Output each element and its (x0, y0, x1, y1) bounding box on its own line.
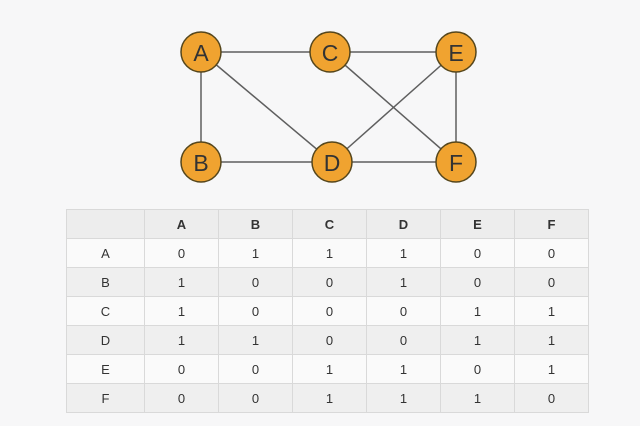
matrix-row-header-C: C (66, 296, 145, 326)
graph-edge-D-E (331, 51, 457, 163)
matrix-row-header-D: D (66, 325, 145, 355)
graph-node-A: A (180, 31, 222, 73)
graph-node-label-E: E (448, 40, 463, 66)
graph-node-circle-E (435, 31, 477, 73)
matrix-cell-A-F: 0 (514, 238, 589, 268)
matrix-cell-E-F: 1 (514, 354, 589, 384)
graph-node-E: E (435, 31, 477, 73)
graph-node-D: D (311, 141, 353, 183)
matrix-cell-C-F: 1 (514, 296, 589, 326)
matrix-row-header-F: F (66, 383, 145, 413)
graph-node-circle-F (435, 141, 477, 183)
graph-node-C: C (309, 31, 351, 73)
matrix-cell-F-C: 1 (292, 383, 367, 413)
matrix-cell-A-A: 0 (144, 238, 219, 268)
matrix-corner-cell (66, 209, 145, 239)
matrix-cell-B-A: 1 (144, 267, 219, 297)
matrix-column-header-B: B (218, 209, 293, 239)
matrix-cell-E-A: 0 (144, 354, 219, 384)
graph-diagram: A B C D E F (180, 31, 477, 183)
matrix-row-header-A: A (66, 238, 145, 268)
matrix-cell-C-C: 0 (292, 296, 367, 326)
matrix-cell-C-D: 0 (366, 296, 441, 326)
graph-node-B: B (180, 141, 222, 183)
matrix-cell-C-A: 1 (144, 296, 219, 326)
graph-edge-A-D (200, 51, 333, 163)
graph-node-label-F: F (449, 150, 463, 176)
matrix-column-header-C: C (292, 209, 367, 239)
matrix-cell-A-C: 1 (292, 238, 367, 268)
graph-node-circle-D (311, 141, 353, 183)
matrix-cell-F-B: 0 (218, 383, 293, 413)
matrix-cell-D-C: 0 (292, 325, 367, 355)
graph-node-circle-A (180, 31, 222, 73)
graph-node-circle-C (309, 31, 351, 73)
graph-node-label-A: A (193, 40, 209, 66)
matrix-cell-D-F: 1 (514, 325, 589, 355)
graph-node-label-C: C (322, 40, 339, 66)
graph-node-label-D: D (324, 150, 341, 176)
matrix-cell-F-E: 1 (440, 383, 515, 413)
matrix-cell-B-B: 0 (218, 267, 293, 297)
matrix-row-header-B: B (66, 267, 145, 297)
matrix-cell-D-D: 0 (366, 325, 441, 355)
matrix-cell-B-F: 0 (514, 267, 589, 297)
matrix-column-header-E: E (440, 209, 515, 239)
matrix-cell-D-B: 1 (218, 325, 293, 355)
matrix-cell-C-E: 1 (440, 296, 515, 326)
matrix-cell-D-E: 1 (440, 325, 515, 355)
matrix-cell-F-A: 0 (144, 383, 219, 413)
matrix-column-header-A: A (144, 209, 219, 239)
matrix-cell-A-E: 0 (440, 238, 515, 268)
matrix-cell-E-B: 0 (218, 354, 293, 384)
matrix-cell-E-D: 1 (366, 354, 441, 384)
graph-node-label-B: B (193, 150, 208, 176)
matrix-cell-E-E: 0 (440, 354, 515, 384)
graph-node-circle-B (180, 141, 222, 183)
matrix-row-header-E: E (66, 354, 145, 384)
matrix-cell-F-D: 1 (366, 383, 441, 413)
matrix-cell-F-F: 0 (514, 383, 589, 413)
matrix-cell-A-D: 1 (366, 238, 441, 268)
matrix-column-header-D: D (366, 209, 441, 239)
matrix-column-header-F: F (514, 209, 589, 239)
matrix-cell-B-C: 0 (292, 267, 367, 297)
graph-node-F: F (435, 141, 477, 183)
matrix-cell-E-C: 1 (292, 354, 367, 384)
matrix-cell-A-B: 1 (218, 238, 293, 268)
matrix-cell-C-B: 0 (218, 296, 293, 326)
matrix-cell-D-A: 1 (144, 325, 219, 355)
matrix-cell-B-E: 0 (440, 267, 515, 297)
matrix-cell-B-D: 1 (366, 267, 441, 297)
